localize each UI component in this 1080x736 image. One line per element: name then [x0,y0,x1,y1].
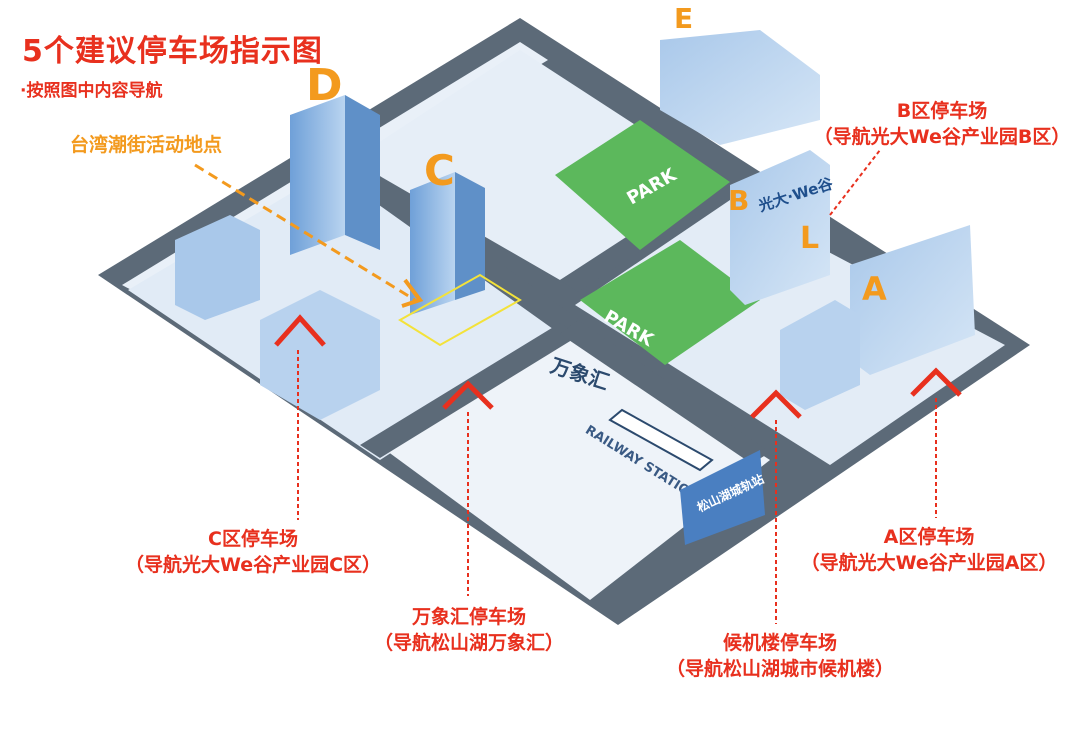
parking-callout-terminal: 候机楼停车场 （导航松山湖城市候机楼） [630,630,930,682]
parking-name-terminal: 候机楼停车场 [722,632,837,654]
parking-name-wanxianghui: 万象汇停车场 [411,606,526,628]
event-location-label: 台湾潮街活动地点 [70,134,223,156]
parking-marker-c [274,314,326,347]
building-e-letter: E [674,2,693,35]
parking-nav-wanxianghui: （导航松山湖万象汇） [373,632,564,654]
zone-l-letter: L [800,221,819,256]
parking-nav-terminal: （导航松山湖城市候机楼） [665,658,894,680]
tower-c [410,172,455,315]
parking-marker-wx [442,380,494,410]
buildings-west-cluster [175,215,260,320]
parking-nav-b: （导航光大We谷产业园B区） [813,126,1071,148]
parking-name-b: B区停车场 [896,100,988,122]
road-east-ew [560,320,770,464]
parking-callout-b: B区停车场 （导航光大We谷产业园B区） [812,98,1072,150]
parking-marker-a [910,367,962,397]
event-pointer-line [194,163,416,302]
zone-a-letter: A [862,270,887,308]
page-title: 5个建议停车场指示图 [22,34,323,69]
building-b [730,150,830,305]
tower-d-letter: D [306,60,343,111]
building-a [850,225,975,375]
event-area-outline [398,273,522,347]
park-lower [580,240,760,365]
event-pointer-arrow [401,278,424,308]
parking-callout-wanxianghui: 万象汇停车场 （导航松山湖万象汇） [354,604,584,656]
road-middle-ew [360,323,580,458]
callout-line-b [829,149,881,216]
tower-c-letter: C [424,146,455,195]
parking-nav-c: （导航光大We谷产业园C区） [124,554,382,576]
tower-c-side [455,172,485,300]
buildings-southwest-cluster [260,290,380,420]
parking-callout-c: C区停车场 （导航光大We谷产业园C区） [98,526,408,578]
parking-name-c: C区停车场 [208,528,298,550]
tower-d-side [345,95,380,250]
tower-d [290,95,345,255]
zone-b-letter: B [728,184,749,217]
parking-nav-a: （导航光大We谷产业园A区） [800,552,1058,574]
buildings-a-low [780,300,860,410]
parking-marker-hj [750,389,802,419]
page-subtitle: ·按照图中内容导航 [20,81,163,101]
building-e [660,30,820,145]
station-building [680,450,765,545]
railway-train [608,408,714,472]
park-upper [555,120,730,250]
parking-callout-a: A区停车场 （导航光大We谷产业园A区） [784,524,1074,576]
parking-name-a: A区停车场 [883,526,975,548]
